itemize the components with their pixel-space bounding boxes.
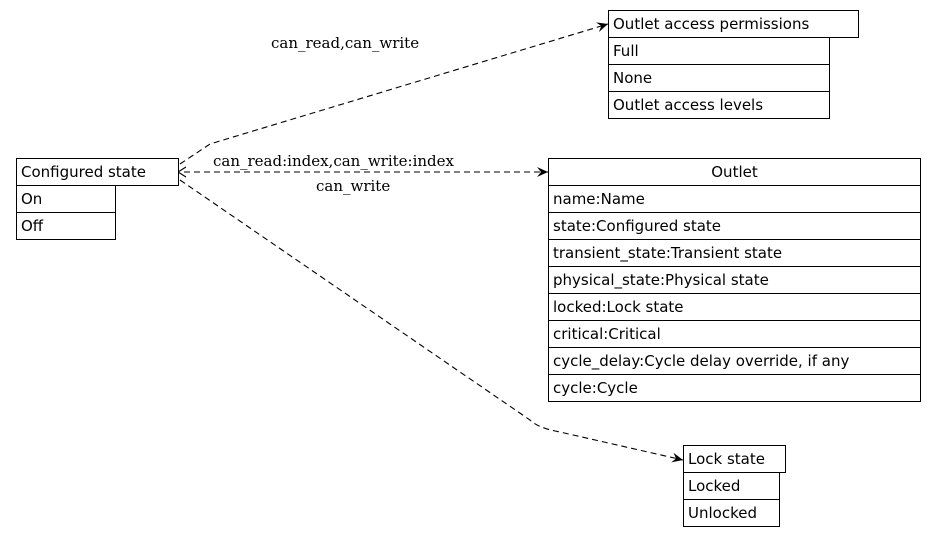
edge-configured-to-lock-state (179, 179, 684, 463)
node-outlet-access-permissions[interactable]: Outlet access permissions Full None Outl… (608, 10, 859, 119)
node-item: cycle_delay:Cycle delay override, if any (548, 347, 921, 375)
node-item: Unlocked (683, 499, 780, 527)
edge-label-can-write: can_write (316, 177, 391, 195)
node-item: physical_state:Physical state (548, 266, 921, 294)
node-item: locked:Lock state (548, 293, 921, 321)
node-item: name:Name (548, 185, 921, 213)
node-item: Locked (683, 472, 780, 500)
node-item: Off (16, 212, 116, 240)
edge-configured-to-permissions (179, 22, 609, 165)
node-item: None (608, 64, 830, 92)
node-item: Full (608, 37, 830, 65)
node-item: cycle:Cycle (548, 374, 921, 402)
edge-label-can-read-can-write: can_read,can_write (271, 34, 420, 52)
node-outlet[interactable]: Outlet name:Name state:Configured state … (548, 158, 921, 402)
node-header: Configured state (16, 158, 179, 186)
node-lock-state[interactable]: Lock state Locked Unlocked (683, 445, 786, 527)
node-configured-state[interactable]: Configured state On Off (16, 158, 179, 240)
node-item: critical:Critical (548, 320, 921, 348)
edge-label-can-read-index: can_read:index,can_write:index (213, 152, 454, 170)
node-item: On (16, 185, 116, 213)
node-item: Outlet access levels (608, 91, 830, 119)
node-header: Lock state (683, 445, 786, 473)
node-item: transient_state:Transient state (548, 239, 921, 267)
node-item: state:Configured state (548, 212, 921, 240)
node-header: Outlet access permissions (608, 10, 859, 38)
node-header: Outlet (548, 158, 921, 186)
